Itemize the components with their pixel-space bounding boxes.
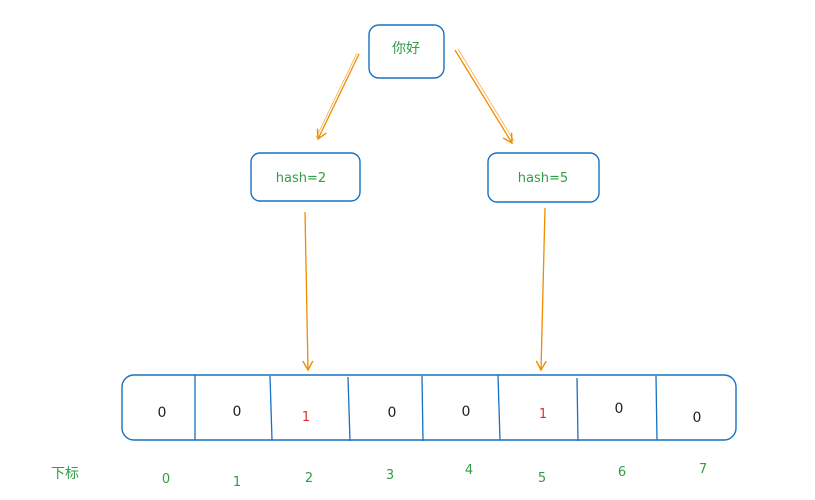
index-row-label: 下标 [51, 466, 79, 482]
cell-value-4: 0 [462, 404, 471, 420]
cell-divider [347, 376, 351, 442]
hash-node-5: hash=5 [487, 152, 600, 203]
cell-divider [576, 377, 579, 442]
cell-divider [421, 375, 424, 442]
cell-value-5: 1 [539, 407, 547, 422]
cell-value-3: 0 [388, 405, 397, 421]
root-to-hash2-arrow [315, 52, 360, 141]
root-node-box [368, 24, 445, 79]
bit-array-frame [121, 374, 737, 441]
hash-node-2-box [250, 152, 361, 202]
cell-divider [497, 374, 501, 441]
hash-node-2: hash=2 [250, 152, 361, 202]
bit-array: 0 0 1 0 0 1 0 0 [121, 374, 737, 442]
index-7: 7 [699, 462, 707, 477]
cell-divider [269, 375, 273, 441]
index-1: 1 [233, 475, 241, 490]
cell-value-7: 0 [693, 410, 702, 426]
index-6: 6 [618, 465, 626, 480]
root-node-label: 你好 [392, 41, 420, 57]
index-row: 下标 0 1 2 3 4 5 6 7 [51, 462, 707, 490]
hash-node-2-label: hash=2 [276, 171, 326, 186]
index-0: 0 [162, 472, 170, 487]
cell-value-6: 0 [615, 401, 624, 417]
cell-value-2: 1 [302, 410, 310, 425]
root-node: 你好 [368, 24, 445, 79]
index-2: 2 [305, 471, 313, 486]
cell-divider [655, 375, 658, 441]
index-5: 5 [538, 471, 546, 486]
index-3: 3 [386, 468, 394, 483]
hash5-to-cell-arrow [535, 207, 547, 372]
root-to-hash5-arrow [454, 48, 515, 145]
hash-node-5-label: hash=5 [518, 171, 568, 186]
cell-value-1: 0 [233, 404, 242, 420]
index-4: 4 [465, 463, 473, 478]
hash-node-5-box [487, 152, 600, 203]
hash2-to-cell-arrow [302, 211, 314, 372]
cell-value-0: 0 [158, 405, 167, 421]
